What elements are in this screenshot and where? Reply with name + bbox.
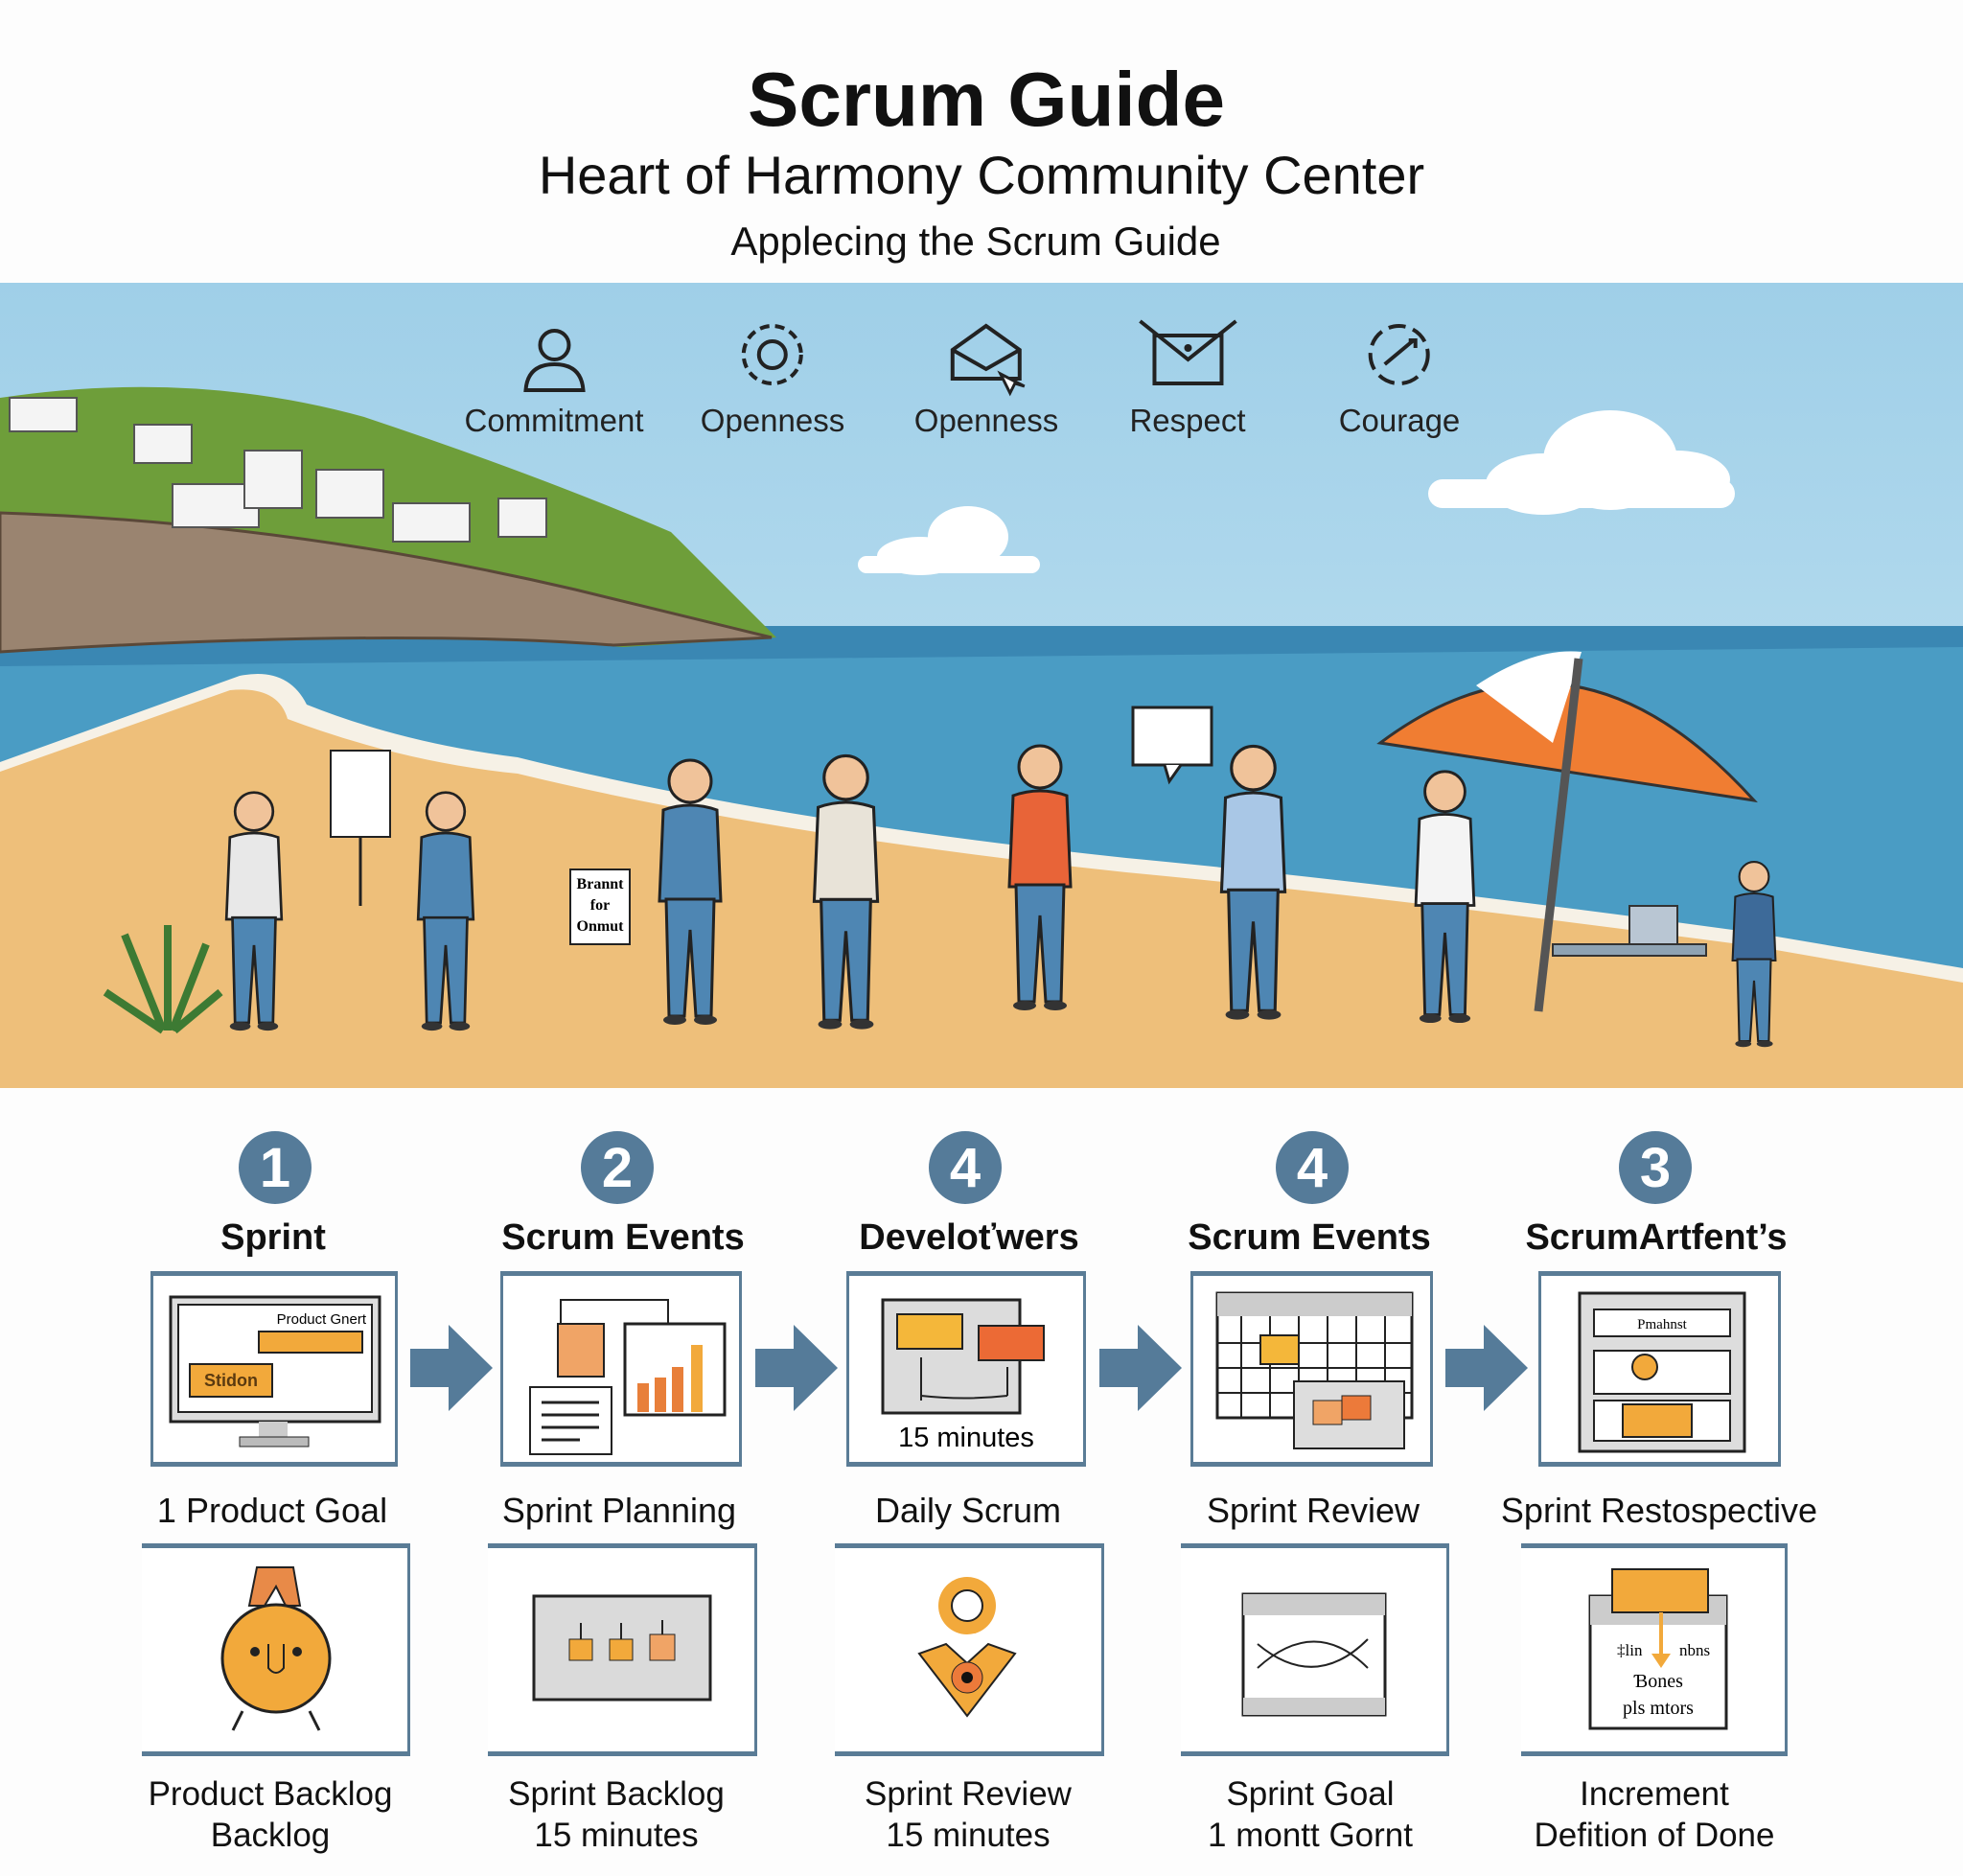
scrum-events-box — [500, 1271, 742, 1467]
monitor-icon: Product Gnert Stidon — [169, 1295, 381, 1448]
timer-board-icon: 15 minutes — [881, 1298, 1045, 1453]
cloud — [858, 506, 1040, 575]
step-number: 1 — [239, 1131, 312, 1204]
artifact-line: 15 minutes — [886, 1817, 1051, 1854]
artifact-line: Product Backlog — [148, 1775, 393, 1813]
sand — [0, 689, 1963, 1088]
artifact-line: Defition of Done — [1534, 1817, 1775, 1854]
gear-icon — [742, 324, 803, 385]
umbrella — [1376, 651, 1758, 1012]
planning-chart-icon — [529, 1299, 727, 1455]
person-icon — [522, 329, 586, 392]
step-header: ScrumArtfent’s — [1525, 1217, 1788, 1258]
value-label: Courage — [1338, 403, 1461, 438]
value-label: Openness — [700, 403, 845, 438]
artifact-line: Backlog — [210, 1817, 331, 1854]
document-sign — [330, 750, 391, 906]
step-header: Scrum Events — [1188, 1217, 1431, 1258]
badge-icon — [917, 1577, 1017, 1718]
page-subtitle: Heart of Harmony Community Center — [538, 145, 1425, 205]
artifact-line: Sprint Review — [865, 1775, 1072, 1813]
step-number: 4 — [1276, 1131, 1349, 1204]
event-label: 1 Product Goal — [156, 1491, 388, 1530]
sign-text: for — [590, 897, 610, 914]
scrum-artifacts-box: Pmahnst — [1538, 1271, 1781, 1467]
box-text: ‡lin — [1617, 1641, 1643, 1659]
artifact-line: 15 minutes — [534, 1817, 699, 1854]
envelope-icon — [1138, 319, 1237, 385]
step-header: Scrum Events — [501, 1217, 745, 1258]
value-commitment: Commitment — [464, 321, 644, 439]
arrow-right-icon — [1099, 1325, 1182, 1411]
sprint-box: Product Gnert Stidon — [150, 1271, 398, 1467]
plant — [103, 925, 223, 1034]
artifact-line: Sprint Backlog — [508, 1775, 725, 1813]
artifact-board-icon: Pmahnst — [1578, 1291, 1746, 1453]
increment-box: ‡lin nbns Ɓones pls mtors — [1521, 1543, 1788, 1756]
event-label: Daily Scrum — [874, 1491, 1062, 1530]
value-label: Openness — [913, 403, 1059, 438]
box-text: pls mtors — [1623, 1698, 1694, 1719]
smiley-medal-icon — [220, 1566, 332, 1731]
cliff — [0, 386, 776, 654]
browser-window-icon — [1241, 1592, 1387, 1717]
value-respect: Respect — [1129, 312, 1246, 439]
calendar-icon — [1215, 1291, 1414, 1449]
value-label: Respect — [1129, 403, 1246, 438]
speech-bubble — [1131, 706, 1213, 785]
step-header: Sprint — [220, 1217, 326, 1258]
artifact-label: Sprint Goal 1 montt Gornt — [1208, 1773, 1413, 1856]
value-openness: Openness — [701, 312, 844, 439]
product-backlog-box — [142, 1543, 410, 1756]
backlog-board-icon — [532, 1594, 712, 1702]
artifact-line: 1 montt Gornt — [1208, 1817, 1413, 1854]
artifact-label: Sprint Backlog 15 minutes — [508, 1773, 725, 1856]
box-text: Pmahnst — [1637, 1317, 1688, 1332]
beach-scene: Brannt for Onmut — [0, 283, 1963, 1088]
artifact-line: Sprint Goal — [1226, 1775, 1395, 1813]
table — [1552, 905, 1707, 957]
value-openness-2: Openness — [914, 312, 1058, 439]
step-number: 2 — [581, 1131, 654, 1204]
step-header: Develoťwers — [859, 1217, 1079, 1258]
sprint-backlog-box — [488, 1543, 757, 1756]
sign: Brannt for Onmut — [569, 869, 631, 945]
value-courage: Courage — [1338, 312, 1461, 439]
developers-box: 15 minutes — [846, 1271, 1086, 1467]
arrow-right-icon — [1445, 1325, 1528, 1411]
box-text: Product Gnert — [277, 1311, 367, 1328]
box-text: nbns — [1679, 1641, 1710, 1659]
sign-text: Onmut — [577, 918, 625, 935]
artifact-line: Increment — [1580, 1775, 1729, 1813]
event-label: Sprint Planning — [501, 1491, 737, 1530]
scrum-events-box-2 — [1190, 1271, 1433, 1467]
sprint-goal-box — [1181, 1543, 1449, 1756]
envelope-cursor-icon — [951, 323, 1026, 397]
sprint-review-box — [835, 1543, 1104, 1756]
definition-of-done-icon: ‡lin nbns Ɓones pls mtors — [1588, 1568, 1728, 1730]
duration-text: 15 minutes — [898, 1423, 1034, 1453]
box-text: Stidon — [204, 1371, 258, 1390]
arrow-right-icon — [410, 1325, 493, 1411]
sign-text: Brannt — [577, 876, 625, 892]
artifact-label: Sprint Review 15 minutes — [865, 1773, 1072, 1856]
step-number: 4 — [929, 1131, 1002, 1204]
page-title: Scrum Guide — [748, 57, 1225, 142]
value-label: Commitment — [464, 403, 644, 438]
event-label: Sprint Restospective — [1500, 1491, 1818, 1530]
arrow-right-icon — [755, 1325, 838, 1411]
cloud — [1428, 410, 1735, 515]
step-number: 3 — [1619, 1131, 1692, 1204]
courage-icon — [1369, 324, 1430, 385]
box-text: Ɓones — [1633, 1671, 1683, 1692]
event-label: Sprint Review — [1206, 1491, 1420, 1530]
page-tagline: Applecing the Scrum Guide — [730, 219, 1221, 264]
